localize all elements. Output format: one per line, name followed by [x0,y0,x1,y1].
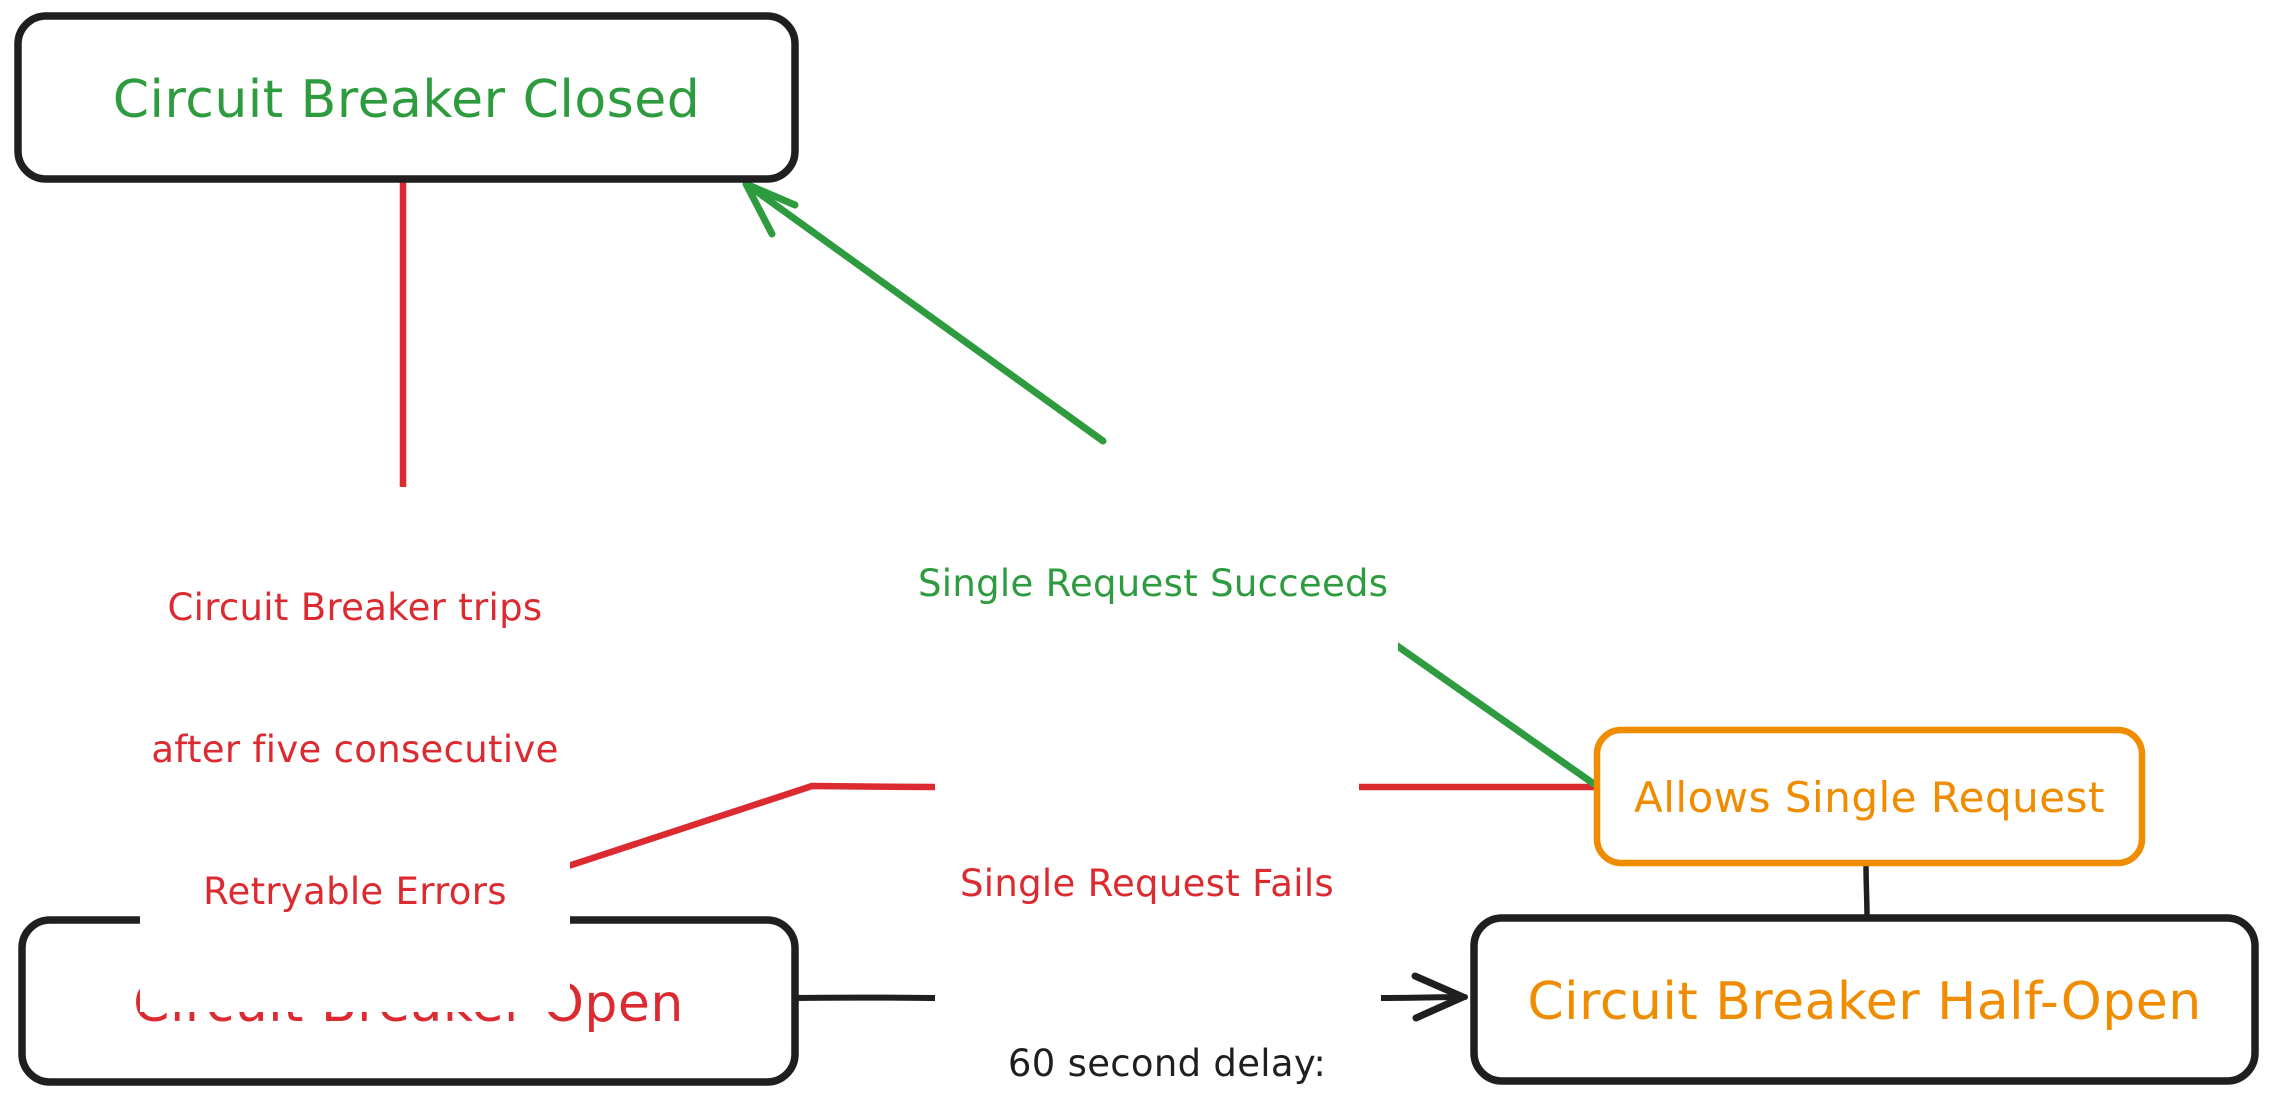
node-box-closed[interactable] [14,12,799,183]
node-box-open[interactable] [18,916,799,1086]
edge-half-open-to-allows [1863,861,1870,919]
node-box-half-open[interactable] [1470,914,2259,1085]
node-box-allows-single-request[interactable] [1593,726,2146,867]
